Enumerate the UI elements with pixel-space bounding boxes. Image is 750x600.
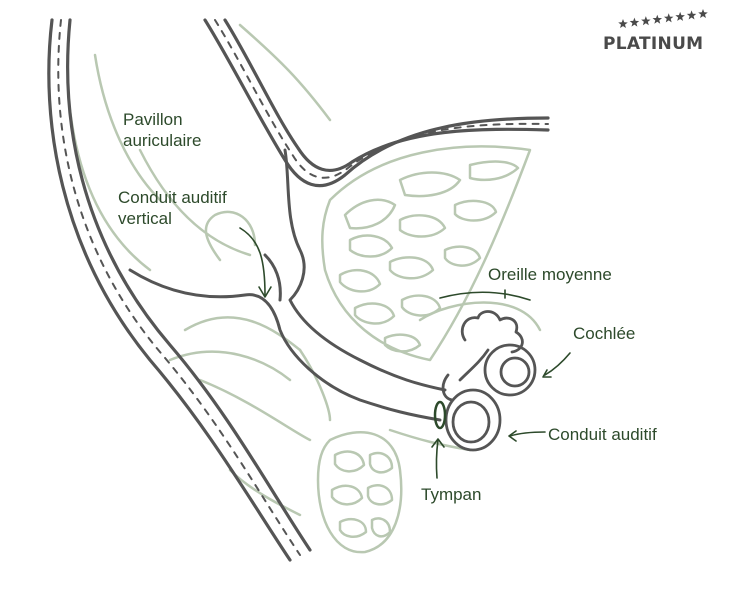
label-vertical-canal-line1: Conduit auditif (118, 188, 227, 207)
label-pinna: Pavillon auriculaire (123, 109, 201, 151)
brand-star (618, 19, 628, 29)
label-pinna-line1: Pavillon (123, 110, 183, 129)
brand-star (663, 13, 674, 23)
brand-logo: PLATINUM (603, 34, 704, 54)
brand-star (698, 9, 708, 19)
bone-texture (321, 145, 532, 362)
ossicles-cochlea (441, 310, 537, 452)
label-vertical-canal: Conduit auditif vertical (118, 187, 227, 229)
skin-outline (47, 18, 550, 562)
brand-star (686, 10, 697, 20)
label-vertical-canal-line2: vertical (118, 209, 172, 228)
brand-stars (618, 9, 708, 29)
pointer-arrows (239, 227, 571, 479)
brand-star (675, 11, 685, 21)
label-eardrum: Tympan (421, 485, 482, 504)
brand-star (629, 17, 640, 27)
skin-dashes (57, 19, 549, 556)
canal-outline (128, 148, 447, 422)
label-cochlea: Cochlée (573, 324, 636, 343)
brand-star (641, 16, 651, 26)
label-middle-ear: Oreille moyenne (488, 265, 612, 284)
eardrum-shape (433, 400, 447, 430)
brand-star (652, 14, 663, 24)
label-ear-canal: Conduit auditif (548, 425, 657, 444)
label-pinna-line2: auriculaire (123, 131, 202, 150)
lower-bone-texture (316, 431, 403, 554)
